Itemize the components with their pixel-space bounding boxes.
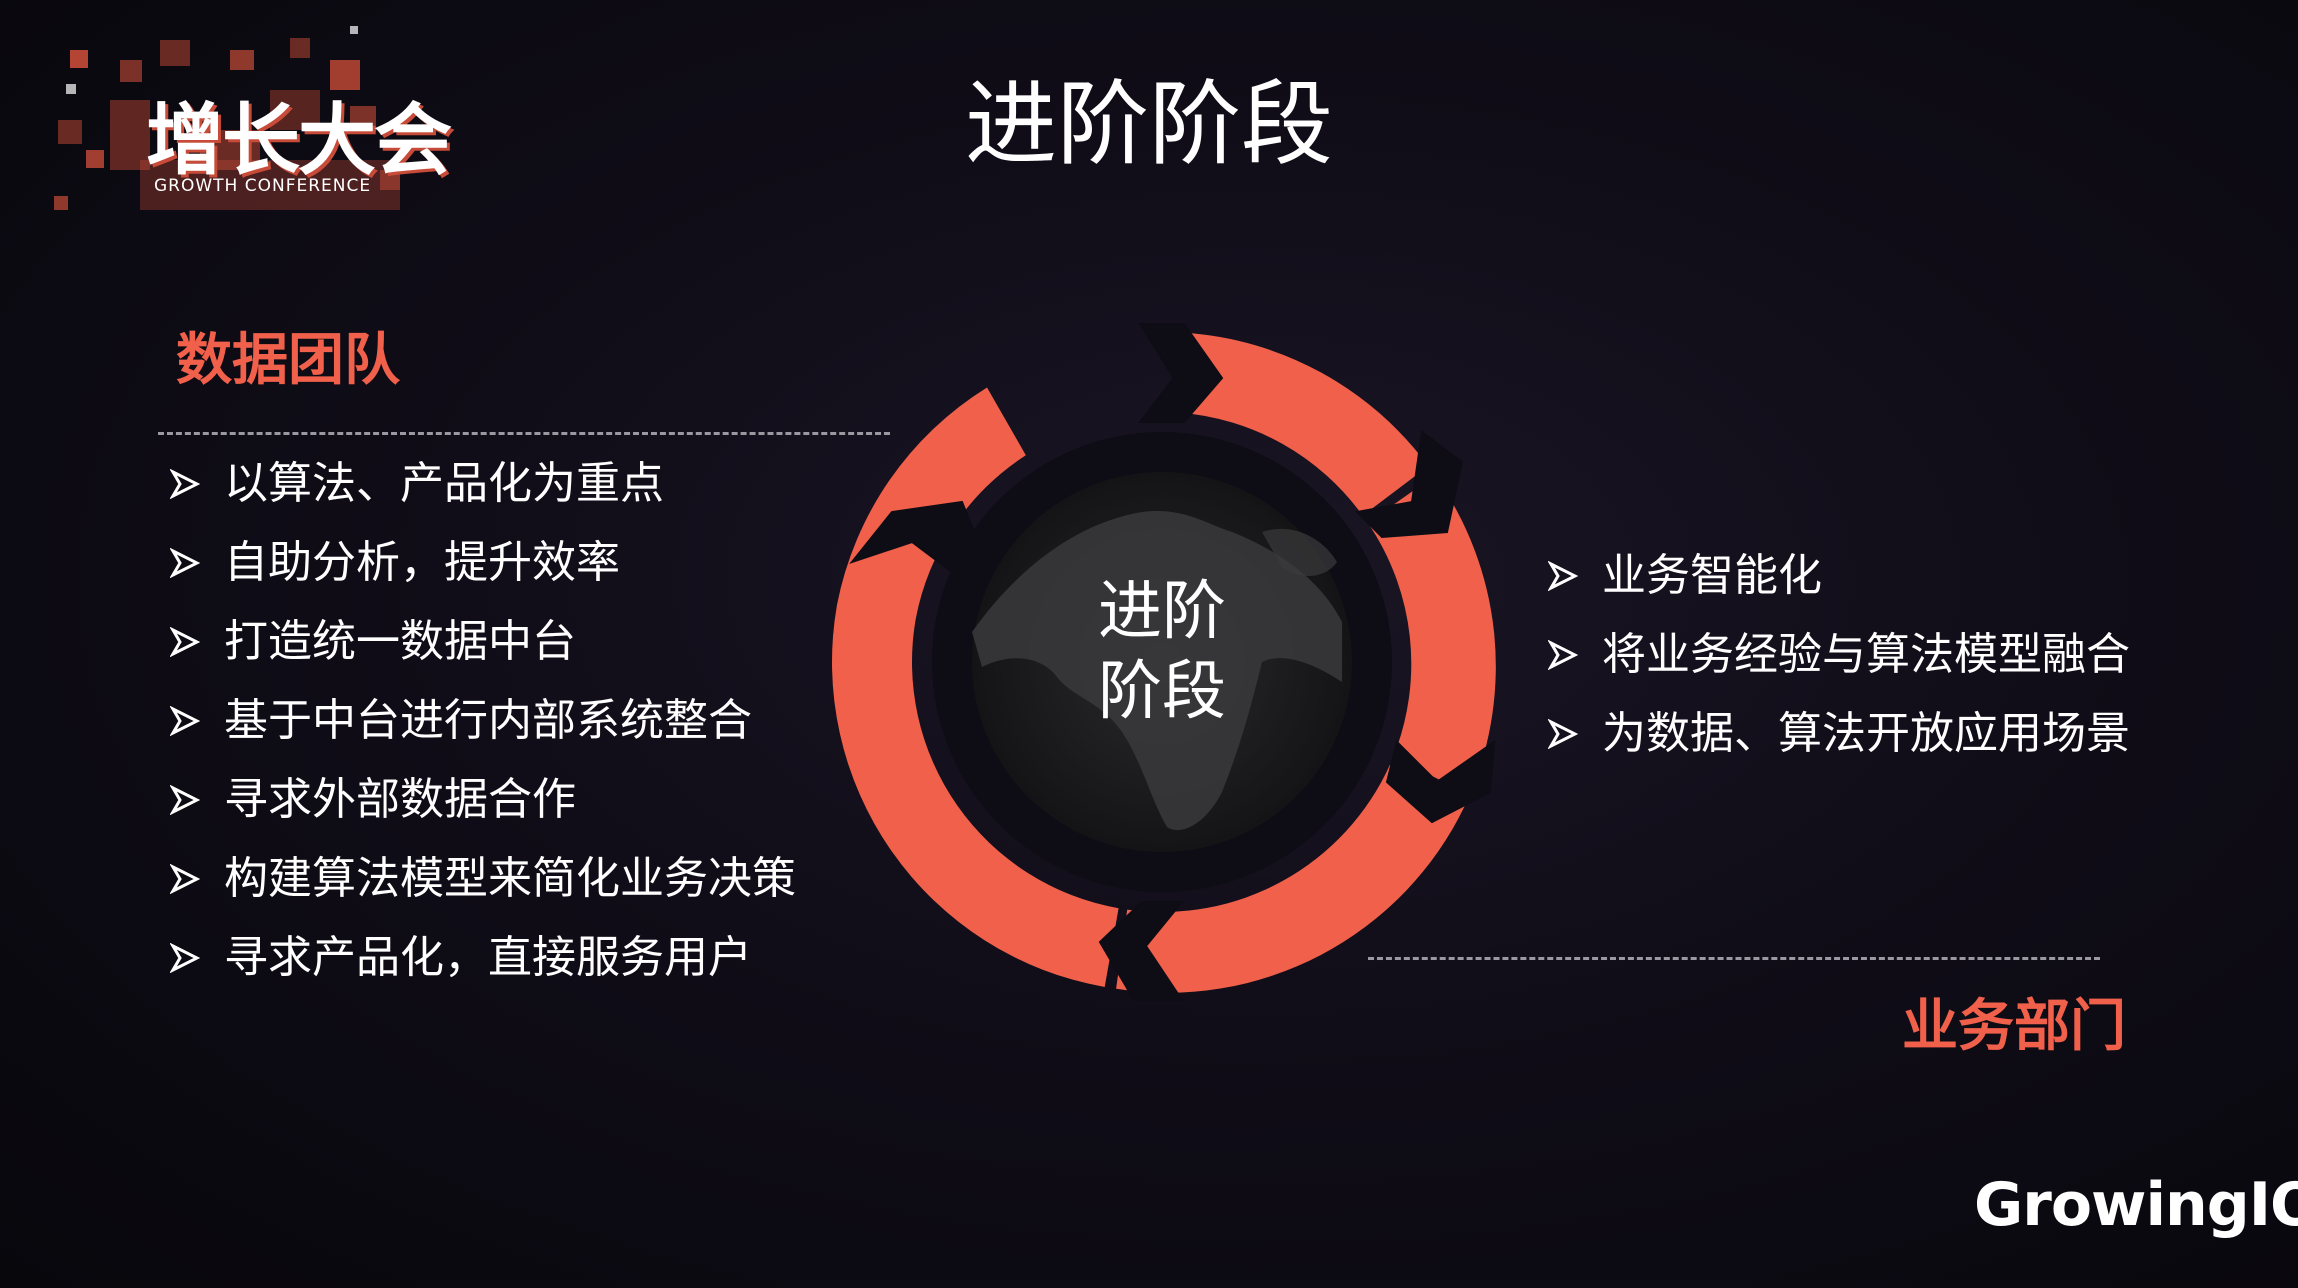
- arrow-bullet-icon: [170, 444, 204, 523]
- growingio-brand-logo: GrowingIO: [1974, 1170, 2298, 1240]
- logo-title: 增长大会: [146, 96, 452, 186]
- list-item-text: 以算法、产品化为重点: [224, 458, 664, 509]
- list-item: 为数据、算法开放应用场景: [1548, 694, 2130, 773]
- globe-icon: [972, 472, 1352, 852]
- list-item-text: 寻求外部数据合作: [224, 774, 576, 825]
- list-item: 构建算法模型来简化业务决策: [170, 839, 796, 918]
- arrow-bullet-icon: [1548, 536, 1582, 615]
- page-title: 进阶阶段: [964, 71, 1333, 178]
- list-item-text: 构建算法模型来简化业务决策: [224, 853, 796, 904]
- pixel-decoration-icon: [54, 26, 400, 210]
- arrow-bullet-icon: [1548, 615, 1582, 694]
- center-label-line-2: 阶段: [1098, 655, 1226, 729]
- list-item: 打造统一数据中台: [170, 602, 796, 681]
- cycle-arrow-top: [1179, 332, 1429, 516]
- right-section-heading: 业务部门: [1902, 994, 2126, 1059]
- list-item-text: 业务智能化: [1602, 550, 1822, 601]
- arrow-bullet-icon: [170, 918, 204, 997]
- list-item-text: 将业务经验与算法模型融合: [1602, 629, 2130, 680]
- list-item: 自助分析，提升效率: [170, 523, 796, 602]
- list-item-text: 打造统一数据中台: [224, 616, 576, 667]
- left-dashed-divider: [158, 432, 890, 435]
- list-item: 寻求外部数据合作: [170, 760, 796, 839]
- growth-conference-logo: 增长大会 GROWTH CONFERENCE: [50, 20, 452, 220]
- list-item: 基于中台进行内部系统整合: [170, 681, 796, 760]
- right-dashed-divider: [1368, 957, 2100, 960]
- logo-subtitle: GROWTH CONFERENCE: [154, 176, 372, 196]
- list-item-text: 寻求产品化，直接服务用户: [224, 932, 752, 983]
- list-item-text: 基于中台进行内部系统整合: [224, 695, 752, 746]
- arrow-bullet-icon: [170, 839, 204, 918]
- arrow-bullet-icon: [170, 523, 204, 602]
- list-item: 寻求产品化，直接服务用户: [170, 918, 796, 997]
- list-item-text: 为数据、算法开放应用场景: [1602, 708, 2130, 759]
- list-item: 业务智能化: [1548, 536, 2108, 615]
- list-item: 以算法、产品化为重点: [170, 444, 796, 523]
- list-item: 将业务经验与算法模型融合: [1548, 615, 2130, 694]
- arrow-bullet-icon: [170, 760, 204, 839]
- center-label-line-1: 进阶: [1098, 575, 1226, 649]
- cycle-arrow-right: [1367, 475, 1496, 795]
- list-item-text: 自助分析，提升效率: [224, 537, 620, 588]
- left-item-list: 以算法、产品化为重点 自助分析，提升效率 打造统一数据中台 基于中台进行内部系统…: [170, 444, 796, 997]
- cycle-diagram: [832, 323, 1496, 1001]
- arrow-bullet-icon: [1548, 694, 1582, 773]
- left-section-heading: 数据团队: [176, 328, 400, 393]
- arrow-bullet-icon: [170, 681, 204, 760]
- right-item-list: 业务智能化 将业务经验与算法模型融合 为数据、算法开放应用场景: [1548, 536, 2130, 773]
- center-label: 进阶 阶段: [1062, 572, 1262, 732]
- cycle-arrow-bottom: [1116, 764, 1465, 993]
- arrow-bullet-icon: [170, 602, 204, 681]
- segment-notches: [849, 323, 1496, 1001]
